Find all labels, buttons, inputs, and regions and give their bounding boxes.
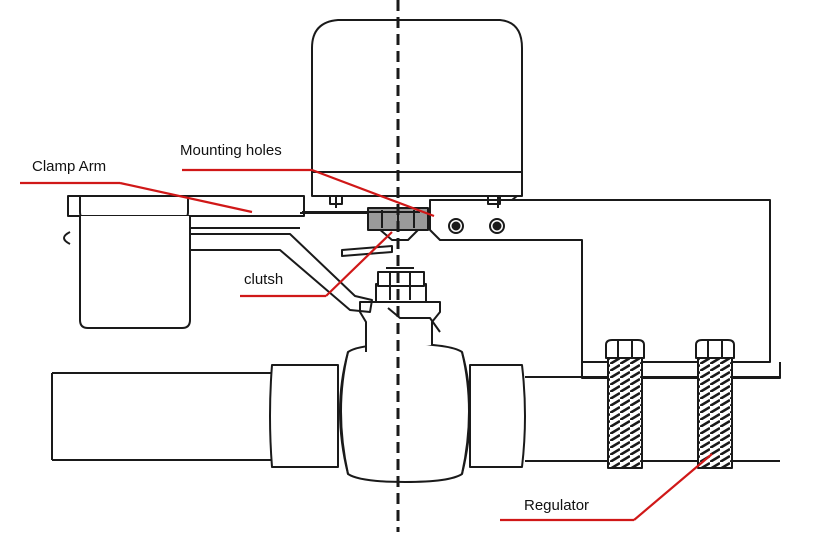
regulator-label: Regulator [524, 497, 590, 514]
clutch-coupling [300, 207, 440, 257]
mounting-holes-label: Mounting holes [180, 142, 282, 159]
clutch-leader [240, 231, 393, 298]
valve-stem [359, 267, 441, 352]
clamp-arm-label: Clamp Arm [32, 158, 107, 175]
clamp-arm [63, 195, 373, 329]
regulator-screw-right [695, 339, 735, 469]
regulator-screw-left [605, 339, 645, 469]
clutch-label: clutsh [244, 271, 284, 288]
clamp-arm-leader [20, 181, 253, 214]
ball-valve [269, 343, 526, 483]
mounting-bracket [302, 191, 781, 379]
actuator-housing [311, 19, 523, 208]
regulator-leader [500, 453, 713, 522]
mounting-holes-leader [182, 168, 435, 218]
